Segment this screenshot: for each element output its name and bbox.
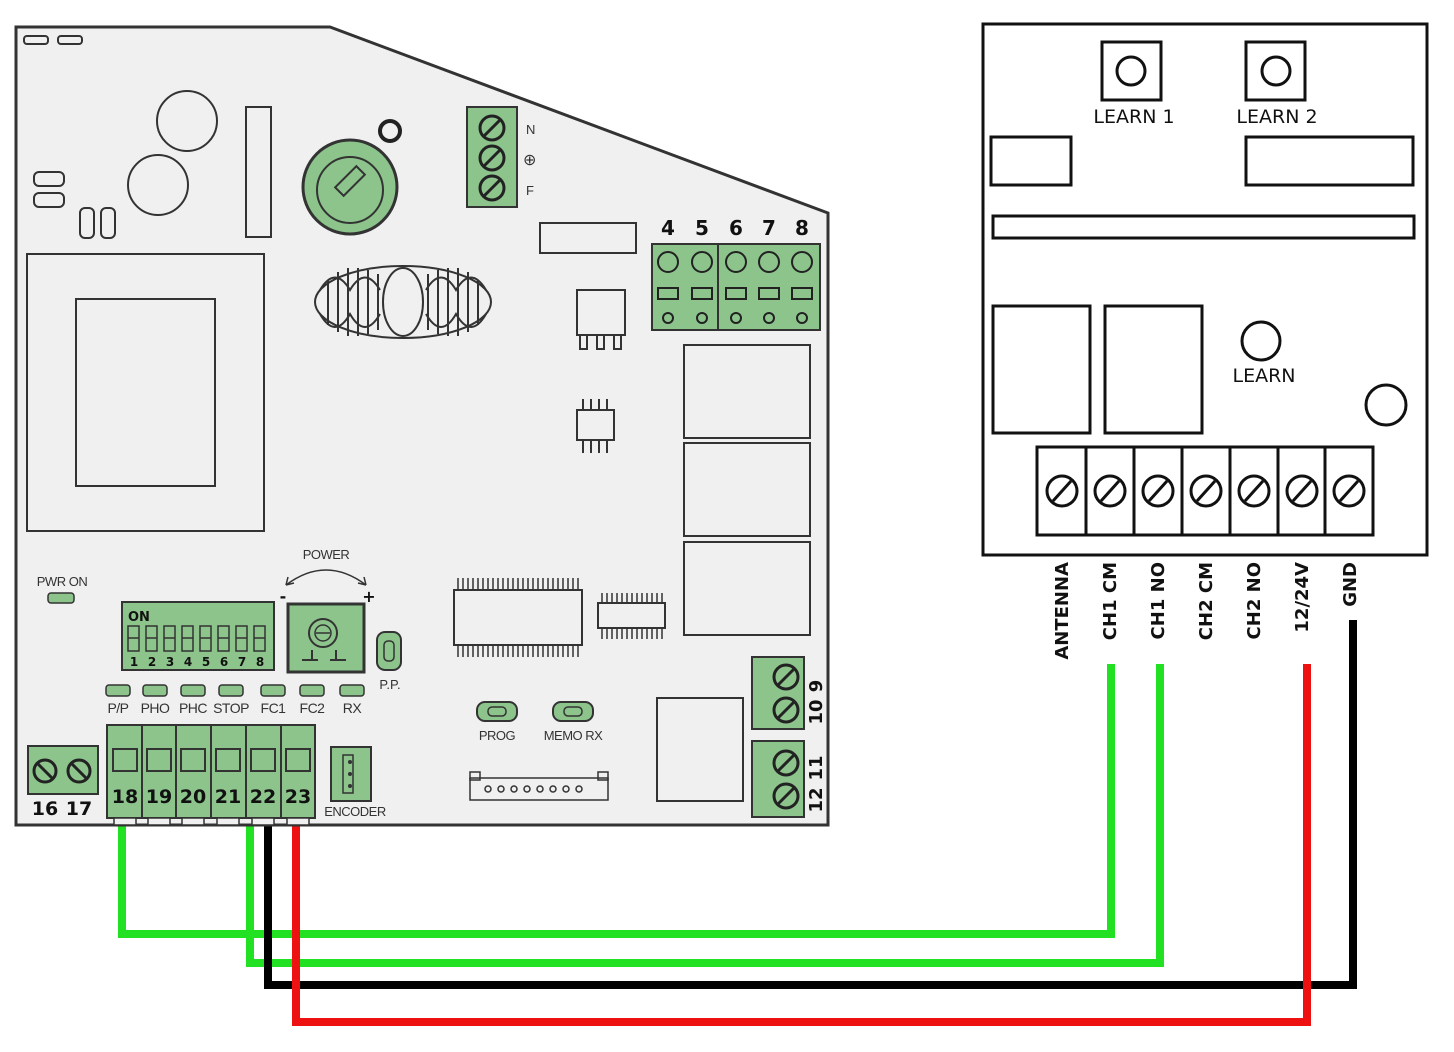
memo-rx-label: MEMO RX [544, 728, 603, 743]
toroid-coil [314, 265, 492, 339]
terminal-number-16: 16 [32, 798, 58, 820]
terminal-number-9: 9 [806, 680, 827, 693]
terminal-block-16-17: 16 17 [27, 745, 99, 820]
power-minus-label: - [280, 587, 287, 606]
dip-number-7: 7 [238, 655, 246, 669]
capacitor-medium [127, 154, 189, 216]
prog-label: PROG [479, 728, 516, 743]
terminal-number-17: 17 [66, 798, 92, 820]
label-antenna: ANTENNA [1052, 562, 1073, 660]
ic-secondary [597, 593, 666, 639]
right-terminal-11-12: 11 12 [751, 740, 827, 818]
learn1-label: LEARN 1 [1093, 106, 1174, 128]
learn1-button[interactable]: LEARN 1 [1093, 40, 1175, 128]
relay-2 [683, 442, 811, 537]
dip-number-2: 2 [148, 655, 156, 669]
receiver-module: LEARN 1 LEARN 2 LEARN [981, 22, 1429, 660]
dip-switch[interactable]: ON 1 2 3 4 5 6 7 8 [121, 601, 275, 671]
receiver-relay-1 [991, 304, 1092, 435]
terminal-label-n: N [526, 122, 535, 137]
terminal-number-21: 21 [215, 786, 241, 808]
right-terminal-9-10: 9 10 [751, 656, 827, 730]
dip-number-5: 5 [202, 655, 210, 669]
prog-button[interactable]: PROG [476, 701, 518, 743]
learn2-label: LEARN 2 [1236, 106, 1317, 128]
terminal-label-f: F [526, 183, 534, 198]
label-gnd: GND [1340, 562, 1361, 607]
transformer [26, 253, 265, 532]
wire-green-18-ch1cm [118, 664, 1115, 938]
terminal-label-earth: ⊕ [523, 152, 536, 169]
memo-rx-button[interactable]: MEMO RX [544, 701, 604, 743]
receiver-terminal-labels: ANTENNA CH1 CM CH1 NO CH2 CM CH2 NO 12/2… [1052, 562, 1361, 660]
dip-number-8: 8 [256, 655, 264, 669]
dip-number-1: 1 [130, 655, 138, 669]
learn-label: LEARN [1232, 365, 1295, 387]
power-plus-label: + [362, 587, 375, 606]
led-label-pho: PHO [141, 700, 170, 716]
mains-terminal: N ⊕ F [466, 106, 536, 208]
wire-black-22-gnd [264, 620, 1357, 989]
relay-3 [683, 541, 811, 636]
dip-number-6: 6 [220, 655, 228, 669]
receiver-terminal-strip [1035, 445, 1375, 537]
led-label-fc2: FC2 [300, 700, 326, 716]
terminal-number-7: 7 [762, 216, 776, 240]
small-ic [576, 399, 615, 453]
terminal-number-11: 11 [806, 755, 827, 780]
label-ch2-no: CH2 NO [1244, 562, 1265, 639]
led-label-phc: PHC [179, 700, 207, 716]
led-label-rx: RX [343, 700, 363, 716]
dip-on-label: ON [128, 610, 150, 625]
led-label-fc1: FC1 [261, 700, 287, 716]
wires [118, 620, 1357, 1026]
led-label-pp: P/P [107, 700, 128, 716]
microcontroller [453, 578, 583, 657]
encoder-connector: ENCODER [324, 746, 386, 819]
control-board: N ⊕ F 4 5 6 7 8 [14, 25, 830, 827]
terminal-number-12: 12 [806, 787, 827, 812]
fuse-holder [301, 138, 399, 236]
led-label-stop: STOP [213, 700, 249, 716]
pwr-on-led: PWR ON [37, 574, 88, 604]
terminal-number-4: 4 [661, 216, 675, 240]
pp-label: P.P. [379, 677, 400, 692]
status-leds: P/P PHO PHC STOP FC1 FC2 RX [105, 684, 365, 716]
voltage-regulator [576, 289, 626, 350]
wire-green-22-ch1no [246, 664, 1164, 967]
label-ch1-cm: CH1 CM [1100, 562, 1121, 640]
label-12-24v: 12/24V [1292, 562, 1313, 633]
terminal-number-18: 18 [112, 786, 138, 808]
pwr-on-label: PWR ON [37, 574, 88, 589]
label-ch2-cm: CH2 CM [1196, 562, 1217, 640]
capacitor-large [156, 90, 218, 152]
dip-number-3: 3 [166, 655, 174, 669]
board-outline [14, 25, 830, 827]
terminal-number-6: 6 [729, 216, 743, 240]
terminal-number-19: 19 [146, 786, 172, 808]
pin-header [469, 771, 609, 801]
terminal-number-10: 10 [806, 699, 827, 724]
terminal-number-23: 23 [285, 786, 311, 808]
top-terminal-block: 4 5 6 7 8 [651, 216, 821, 331]
resistor-vertical [245, 106, 272, 238]
learn-button[interactable]: LEARN [1232, 320, 1296, 387]
label-ch1-no: CH1 NO [1148, 562, 1169, 639]
power-trimmer[interactable]: POWER - + [280, 547, 376, 674]
terminal-block-18-23: 18 19 20 21 22 23 [106, 724, 316, 826]
terminal-number-5: 5 [695, 216, 709, 240]
terminal-number-8: 8 [795, 216, 809, 240]
terminal-number-20: 20 [180, 786, 206, 808]
receiver-relay-2 [1103, 304, 1204, 435]
dip-number-4: 4 [184, 655, 192, 669]
terminal-number-22: 22 [250, 786, 276, 808]
encoder-label: ENCODER [324, 804, 386, 819]
learn2-button[interactable]: LEARN 2 [1236, 40, 1318, 128]
pp-button[interactable]: P.P. [376, 631, 402, 692]
power-label: POWER [303, 547, 350, 562]
relay-1 [683, 344, 811, 439]
wire-red-23-power [292, 664, 1311, 1026]
